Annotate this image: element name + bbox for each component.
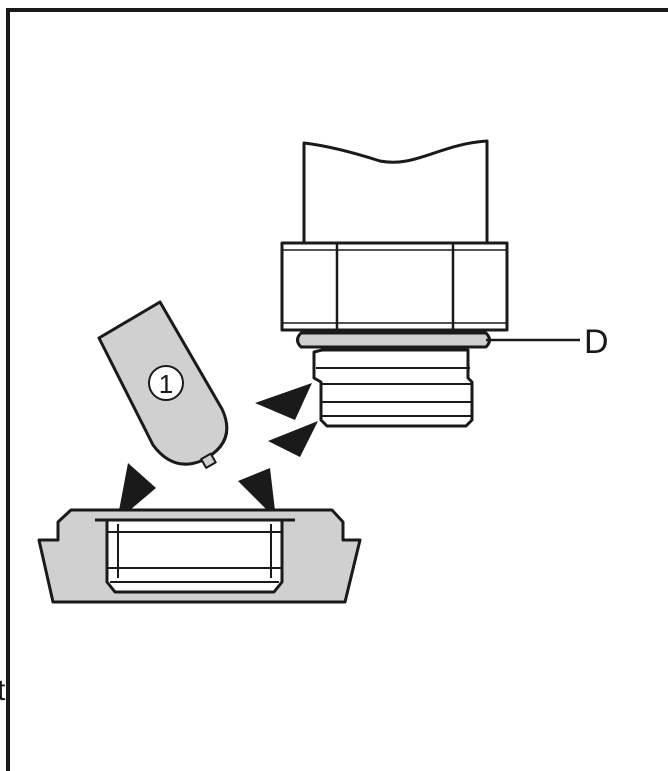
tube-nozzle [200,452,217,469]
black-arrowhead-icon [255,383,312,420]
mounting-socket [37,508,362,604]
black-arrowhead-icon [117,463,156,521]
callout-number: 1 [159,369,173,399]
lubricant-tube: 1 [97,300,229,469]
sensor [280,139,509,428]
black-arrowhead-icon [268,421,318,457]
edge-text-fragment: t [0,674,6,707]
callout-circle-1: 1 [148,365,184,401]
hex-nut [280,241,509,332]
frame [6,8,668,771]
sensor-shaft [302,139,489,245]
seal-ring [296,331,491,349]
threaded-spigot [312,348,474,428]
part-label-d: D [584,323,609,361]
direction-markers [117,383,318,521]
black-arrowhead-icon [238,468,276,519]
